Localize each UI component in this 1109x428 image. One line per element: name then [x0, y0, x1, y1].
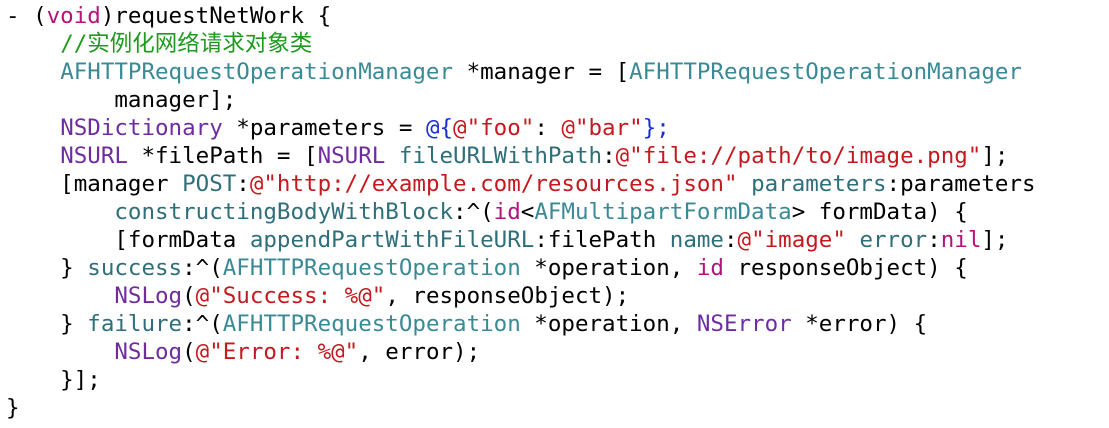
code-line: manager]; — [6, 86, 1106, 114]
code-token-function: NSLog — [114, 283, 183, 309]
code-token-plain — [6, 31, 60, 57]
code-token-keyword: id — [696, 255, 724, 281]
code-token-plain: :^( — [453, 199, 494, 225]
code-token-plain: *filePath = [ — [127, 143, 318, 169]
code-line: NSLog(@"Error: %@", error); — [6, 338, 1106, 366]
code-line: NSLog(@"Success: %@", responseObject); — [6, 282, 1106, 310]
code-token-plain: } — [6, 311, 88, 337]
code-token-string: @"image" — [737, 227, 846, 253]
code-token-plain: *manager = [ — [453, 59, 630, 85]
code-token-function: NSLog — [114, 339, 183, 365]
code-token-type: AFHTTPRequestOperation — [222, 311, 521, 337]
code-token-plain: ]; — [981, 227, 1009, 253]
code-token-plain: )requestNetWork { — [100, 3, 332, 29]
code-token-string: @"http://example.com/resources.json" — [249, 171, 738, 197]
code-token-plain: > formData) { — [791, 199, 968, 225]
code-token-plain — [6, 115, 60, 141]
code-line: constructingBodyWithBlock:^(id<AFMultipa… — [6, 198, 1106, 226]
code-line: NSURL *filePath = [NSURL fileURLWithPath… — [6, 142, 1106, 170]
code-token-plain: manager]; — [6, 87, 237, 113]
code-token-plain: } — [6, 395, 20, 421]
code-token-plain: :parameters — [886, 171, 1036, 197]
code-token-plain: : — [236, 171, 250, 197]
code-line: [manager POST:@"http://example.com/resou… — [6, 170, 1106, 198]
code-token-plain: } — [6, 255, 88, 281]
code-token-string: @"bar" — [561, 115, 643, 141]
code-line: } success:^(AFHTTPRequestOperation *oper… — [6, 254, 1106, 282]
code-token-function: NSDictionary — [60, 115, 223, 141]
code-token-plain: ( — [182, 339, 196, 365]
code-token-string: @"foo" — [453, 115, 535, 141]
code-token-method: POST — [182, 171, 237, 197]
code-token-type: AFHTTPRequestOperationManager — [629, 59, 1022, 85]
code-token-plain: : — [602, 143, 616, 169]
code-token-plain — [6, 143, 60, 169]
code-line: - (void)requestNetWork { — [6, 2, 1106, 30]
code-token-function: NSURL — [317, 143, 386, 169]
code-token-plain — [385, 143, 399, 169]
code-line: AFHTTPRequestOperationManager *manager =… — [6, 58, 1106, 86]
code-token-plain: responseObject) { — [723, 255, 968, 281]
code-token-method: failure — [87, 311, 183, 337]
code-token-plain: *error) { — [791, 311, 928, 337]
code-token-method: error — [859, 227, 928, 253]
code-token-string: @"file://path/to/image.png" — [615, 143, 982, 169]
code-token-method: fileURLWithPath — [398, 143, 603, 169]
code-token-plain: < — [520, 199, 535, 225]
code-token-method: parameters — [751, 171, 887, 197]
code-token-string: @"Success: %@" — [195, 283, 386, 309]
code-token-plain: [formData — [6, 227, 250, 253]
code-line: }]; — [6, 366, 1106, 394]
code-token-keyword: id — [493, 199, 521, 225]
code-line: } — [6, 394, 1106, 422]
code-token-plain — [738, 171, 752, 197]
code-token-plain — [6, 59, 60, 85]
code-line: } failure:^(AFHTTPRequestOperation *oper… — [6, 310, 1106, 338]
code-token-punct: @{ — [425, 115, 454, 141]
code-token-method: constructingBodyWithBlock — [114, 199, 454, 225]
code-token-function: NSError — [696, 311, 792, 337]
code-token-plain: : — [927, 227, 941, 253]
code-token-plain: , responseObject); — [385, 283, 630, 309]
code-token-plain: :^( — [182, 311, 223, 337]
code-token-punct: }; — [642, 115, 670, 141]
code-token-method: appendPartWithFileURL — [249, 227, 535, 253]
code-line: [formData appendPartWithFileURL:filePath… — [6, 226, 1106, 254]
code-token-type: AFMultipartFormData — [534, 199, 792, 225]
code-line: //实例化网络请求对象类 — [6, 30, 1106, 58]
code-token-string: @"Error: %@" — [195, 339, 359, 365]
code-token-plain: :^( — [182, 255, 223, 281]
code-token-comment: //实例化网络请求对象类 — [60, 31, 313, 57]
code-token-plain: ( — [182, 283, 196, 309]
code-token-plain — [6, 339, 114, 365]
code-token-plain: }]; — [6, 367, 101, 393]
code-token-plain: [manager — [6, 171, 183, 197]
code-token-function: NSURL — [60, 143, 128, 169]
code-token-plain: *parameters = — [222, 115, 426, 141]
code-token-plain — [6, 283, 114, 309]
code-token-plain: : — [534, 115, 562, 141]
code-token-plain: , error); — [358, 339, 481, 365]
code-token-type: AFHTTPRequestOperation — [222, 255, 521, 281]
code-token-plain: - ( — [6, 3, 47, 29]
code-token-plain: : — [723, 227, 738, 253]
code-token-plain: *operation, — [520, 255, 697, 281]
code-token-type: AFHTTPRequestOperationManager — [60, 59, 454, 85]
code-token-method: success — [87, 255, 183, 281]
code-token-plain — [6, 199, 114, 225]
code-editor[interactable]: - (void)requestNetWork { //实例化网络请求对象类 AF… — [6, 2, 1106, 426]
code-token-method: name — [669, 227, 724, 253]
code-token-plain: ]; — [981, 143, 1009, 169]
code-token-keyword: void — [46, 3, 101, 29]
code-token-keyword: nil — [940, 227, 982, 253]
code-token-plain: :filePath — [534, 227, 670, 253]
code-token-plain: *operation, — [520, 311, 697, 337]
code-line: NSDictionary *parameters = @{@"foo": @"b… — [6, 114, 1106, 142]
code-token-plain — [846, 227, 860, 253]
